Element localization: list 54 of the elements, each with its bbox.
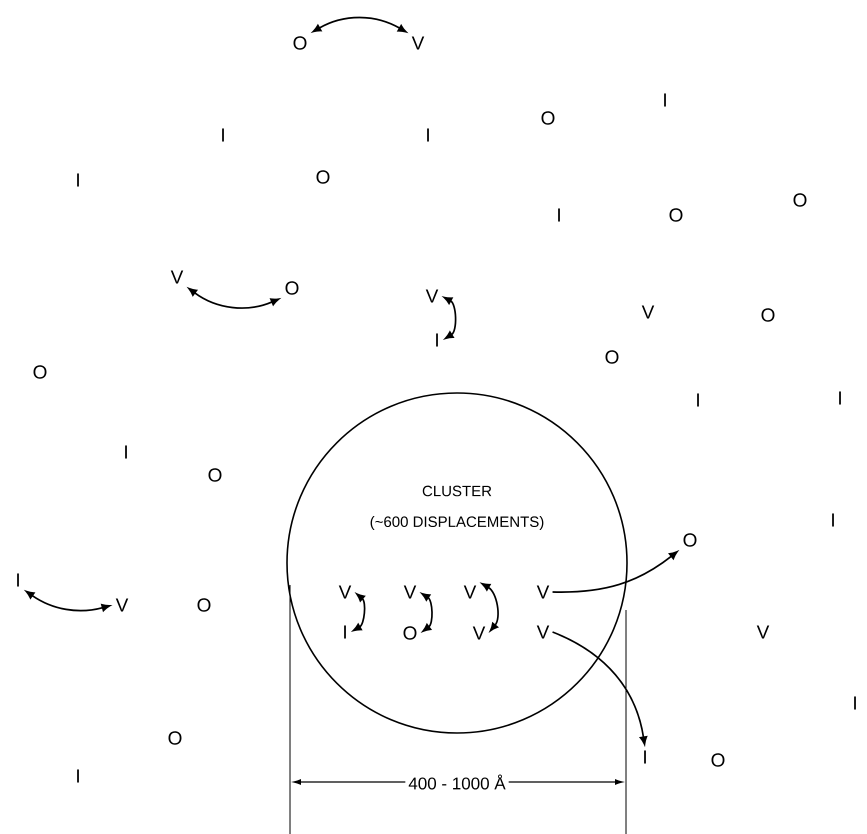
defect-letter: I: [222, 128, 224, 142]
defect-letter: I: [854, 696, 856, 710]
defect-letter: O: [794, 193, 806, 207]
arrow: [444, 296, 456, 340]
defect-letter: I: [77, 769, 79, 783]
defect-letter: V: [472, 626, 486, 640]
defect-letter: I: [839, 391, 841, 405]
defect-letter: O: [542, 111, 554, 125]
defect-letter: O: [286, 281, 298, 295]
defect-letter: V: [404, 585, 416, 599]
defect-letter: V: [116, 598, 128, 612]
defect-letter: V: [170, 270, 184, 284]
defect-letter: V: [338, 585, 352, 599]
defect-letter: I: [77, 173, 79, 187]
arrow: [421, 592, 433, 632]
defect-letter: I: [697, 393, 699, 407]
defect-letter: V: [642, 305, 654, 319]
defect-letter: I: [558, 208, 560, 222]
cluster-label: (~600 DISPLACEMENTS): [370, 516, 544, 530]
defect-letter: O: [404, 626, 416, 640]
defect-letter: O: [294, 36, 306, 50]
defect-letter: I: [436, 333, 438, 347]
defect-letter: I: [427, 128, 429, 142]
defect-letter: I: [344, 625, 346, 639]
defect-letter: O: [712, 753, 724, 767]
defect-letter: I: [125, 445, 127, 459]
defect-letter: I: [17, 573, 19, 587]
dimension-label: 400 - 1000 Å: [405, 772, 509, 792]
defect-letter: O: [684, 533, 696, 547]
arrow: [552, 631, 648, 745]
defect-letter: V: [756, 625, 770, 639]
defect-letter: O: [670, 208, 682, 222]
defect-letter: V: [464, 585, 476, 599]
defect-letter: O: [34, 365, 46, 379]
defect-letter: I: [664, 93, 666, 107]
defect-letter: O: [606, 350, 618, 364]
arrow: [26, 590, 110, 612]
cluster-label: CLUSTER: [422, 486, 492, 496]
defect-letter: V: [536, 625, 550, 639]
arrow: [312, 16, 407, 32]
arrow: [352, 593, 366, 632]
defect-letter: O: [316, 170, 330, 184]
defect-letter: O: [762, 308, 774, 322]
arrow: [188, 288, 280, 309]
arrow: [481, 583, 499, 632]
defect-letter: O: [198, 598, 210, 612]
defect-letter: V: [536, 585, 550, 599]
arrow: [552, 551, 678, 593]
defect-letter: I: [832, 513, 834, 527]
defect-letter: I: [644, 750, 646, 764]
defect-letter: V: [426, 289, 438, 303]
defect-letter: O: [208, 468, 222, 482]
defect-letter: O: [168, 731, 182, 745]
defect-letter: V: [412, 36, 424, 50]
